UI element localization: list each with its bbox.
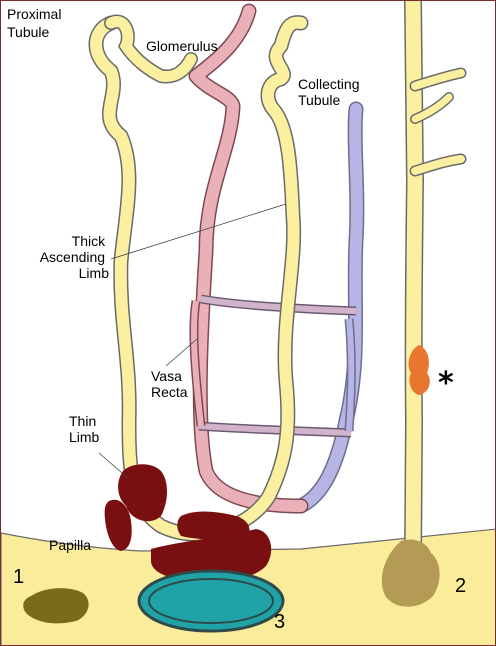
leader-thick-ascending <box>110 203 287 260</box>
label-thick-ascending-limb: Thick Ascending Limb <box>40 233 109 281</box>
leader-thin-limb <box>98 452 130 480</box>
label-proximal-tubule: Proximal Tubule <box>7 6 65 40</box>
orange-focus <box>408 345 430 395</box>
label-marker-3: 3 <box>274 611 285 633</box>
label-collecting-tubule: Collecting Tubule <box>298 76 363 108</box>
label-asterisk: * <box>438 366 454 401</box>
leader-vasa-recta <box>165 338 198 367</box>
lesion-2 <box>381 539 440 607</box>
papillary-calcification <box>137 569 285 633</box>
label-marker-2: 2 <box>455 575 466 597</box>
nephron-tubule <box>88 14 309 542</box>
papillary-necrosis <box>104 464 272 582</box>
collecting-duct <box>404 1 467 570</box>
vasa-recta-red-vessel <box>188 3 309 514</box>
label-glomerulus: Glomerulus <box>146 38 218 54</box>
label-vasa-recta: Vasa Recta <box>151 368 188 400</box>
label-papilla: Papilla <box>49 537 91 553</box>
lesion-1 <box>23 588 89 624</box>
vasa-recta-crosslinks <box>189 294 357 438</box>
label-marker-1: 1 <box>13 566 24 588</box>
label-thin-limb: Thin Limb <box>69 413 100 445</box>
